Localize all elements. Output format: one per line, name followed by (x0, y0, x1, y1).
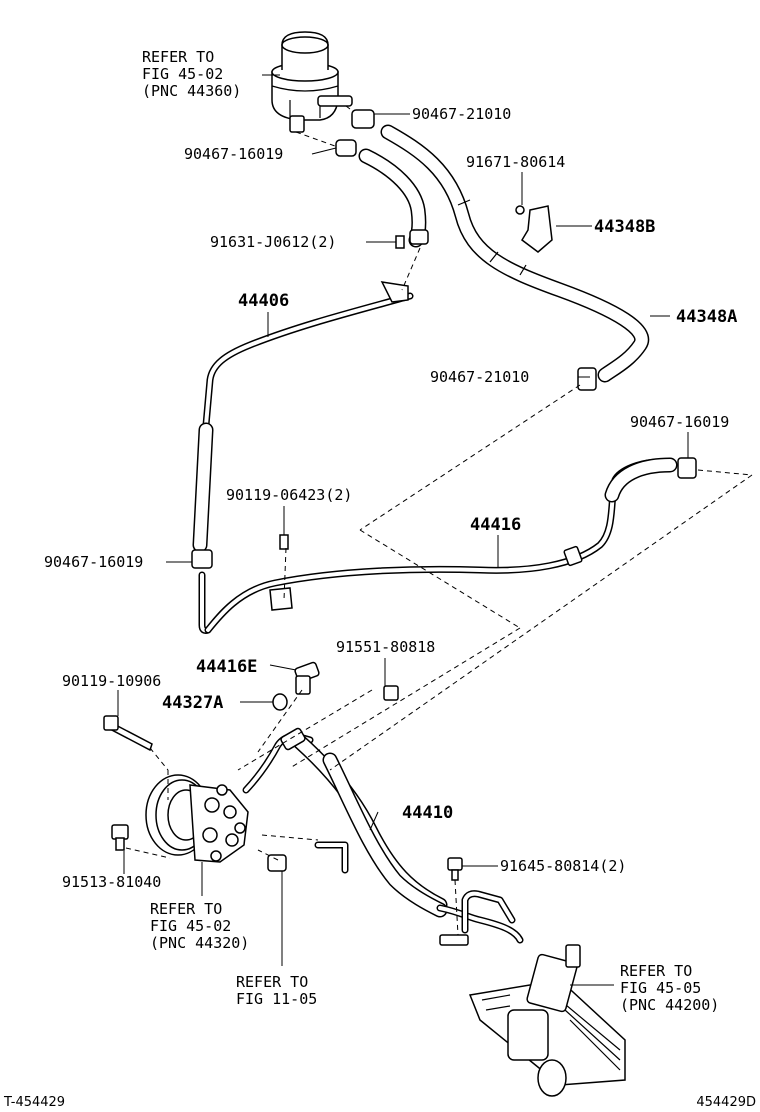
label-bracket-44348B: 44348B (594, 217, 655, 237)
clamp-mid-part (577, 367, 597, 391)
leader-lines (117, 74, 689, 986)
return-hose-44348A (380, 124, 650, 383)
union-44416E-part (294, 661, 320, 695)
label-hose-44406: 44406 (238, 291, 289, 311)
fig11-part (267, 854, 287, 872)
dashed-connectors (125, 247, 753, 936)
pressure-hose-44410 (242, 727, 524, 946)
label-pipe-44410: 44410 (402, 803, 453, 823)
footer-left-code: T-454429 (3, 1095, 65, 1110)
label-bolt-91645: 91645-80814(2) (500, 857, 626, 875)
label-hose-44348A: 44348A (676, 307, 737, 327)
clamp-top-left (335, 139, 357, 157)
bracket-44348B-part (515, 205, 553, 253)
label-bolt-90119-06423: 90119-06423(2) (226, 486, 352, 504)
pump-ref-line-1: REFER TO (150, 900, 222, 918)
label-pipe-44416: 44416 (470, 515, 521, 535)
label-clamp-left: 90467-16019 (44, 553, 143, 571)
reservoir-ref-line-1: REFER TO (142, 48, 214, 66)
gear-ref-line-1: REFER TO (620, 962, 692, 980)
label-bolt-91551: 91551-80818 (336, 638, 435, 656)
label-bolt-91631: 91631-J0612(2) (210, 233, 336, 251)
clamp-left-part (191, 549, 213, 569)
label-clamp-top-left: 90467-16019 (184, 145, 283, 163)
reservoir-ref-line-2: FIG 45-02 (142, 65, 223, 83)
label-bolt-91513: 91513-81040 (62, 873, 161, 891)
gear-ref-line-3: (PNC 44200) (620, 996, 719, 1014)
gear-ref-line-2: FIG 45-05 (620, 979, 701, 997)
pipe-44416 (204, 457, 678, 634)
clamp-right-part (677, 457, 697, 479)
reservoir-ref-line-3: (PNC 44360) (142, 82, 241, 100)
power-steering-pump (145, 774, 249, 863)
bolt-90119-10906-part (103, 715, 153, 752)
gasket-44327A-part (272, 693, 288, 711)
label-union-44416E: 44416E (196, 657, 257, 677)
steering-gear (468, 944, 626, 1097)
label-clamp-mid: 90467-21010 (430, 368, 529, 386)
label-clamp-right: 90467-16019 (630, 413, 729, 431)
fig11-ref-line-1: REFER TO (236, 973, 308, 991)
pump-ref-line-2: FIG 45-02 (150, 917, 231, 935)
bolt-91513-part (111, 824, 129, 851)
footer-right-code: 454429D (696, 1095, 756, 1110)
label-bolt-90119-10906: 90119-10906 (62, 672, 161, 690)
bolt-91645-part (447, 857, 463, 881)
label-gasket-44327A: 44327A (162, 693, 223, 713)
label-bolt-91671: 91671-80614 (466, 153, 565, 171)
part-labels: REFER TO FIG 45-02 (PNC 44360) 90467-210… (44, 48, 737, 1014)
label-clamp-top-right: 90467-21010 (412, 105, 511, 123)
suction-hose-44406 (192, 148, 427, 634)
fig11-ref-line-2: FIG 11-05 (236, 990, 317, 1008)
reservoir-tank (271, 31, 353, 133)
clamp-top-right (351, 109, 375, 129)
bolt-90119-06423-part (269, 534, 293, 611)
bolt-91551-part (383, 685, 399, 701)
pump-ref-line-3: (PNC 44320) (150, 934, 249, 952)
bracket-upper-part (380, 281, 409, 303)
